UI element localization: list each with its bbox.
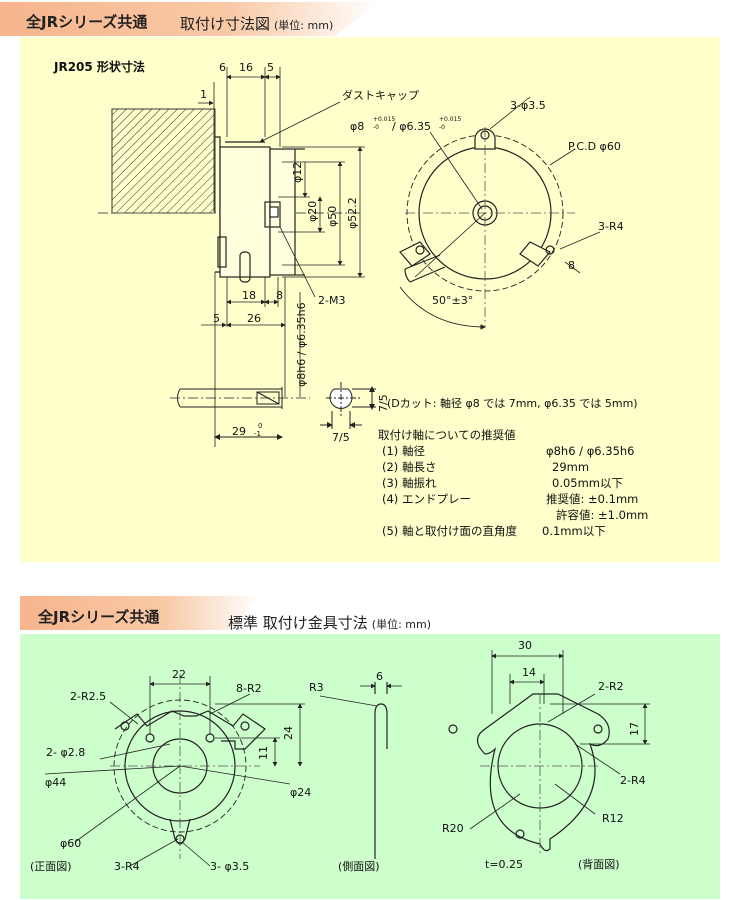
dim-18: 18 <box>242 289 256 302</box>
dim-1: 1 <box>200 88 207 101</box>
spec-heading: 取付け軸についての推奨値 <box>378 428 516 442</box>
angle-label: 50°±3° <box>432 294 473 307</box>
dim-29-tol-lo: -1 <box>254 430 261 438</box>
section2-title-text: 標準 取付け金具寸法 <box>228 614 368 632</box>
dim-29-tol-up: 0 <box>258 422 262 430</box>
section2-tab <box>20 596 260 630</box>
dim-8: 8 <box>276 289 283 302</box>
thickness-label: t=0.25 <box>485 858 523 871</box>
r20-label: R20 <box>442 822 464 835</box>
section2-title: 標準 取付け金具寸法(単位: mm) <box>228 612 431 633</box>
spec-row-4-label: (4) エンドプレー <box>382 492 471 506</box>
hole35-label: 3- φ3.5 <box>210 860 249 873</box>
bracket-front-dims <box>44 676 305 867</box>
phi28-label: 2- φ2.8 <box>46 746 85 759</box>
front-view-label: (正面図) <box>30 860 72 873</box>
dim-24-v: 24 <box>282 726 295 740</box>
bracket-back-view <box>448 693 610 854</box>
shaft-dia-b: / φ6.35 <box>392 120 431 133</box>
shaft-tolerance: φ8h6 / φ6.35h6 <box>295 302 308 387</box>
phi44-label: φ44 <box>45 776 66 789</box>
dim-phi20: φ20 <box>306 201 319 222</box>
shaft-dia-b-tol-up: +0.015 <box>439 116 461 123</box>
section1-unit: (単位: mm) <box>274 19 334 32</box>
dim-phi52: φ52.2 <box>346 197 359 229</box>
motor-dimension-drawing: JR205 形状寸法 6 16 <box>53 59 638 447</box>
d-cut-horizontal: 7/5 <box>332 431 350 444</box>
dim-5-top: 5 <box>267 61 274 74</box>
dim-5: 5 <box>213 312 220 325</box>
back-view-label: (背面図) <box>578 857 620 871</box>
section1-tab-label: 全JRシリーズ共通 <box>26 13 148 31</box>
dust-cap-label: ダストキャップ <box>342 88 419 102</box>
motor-side-view <box>215 136 305 283</box>
r12-label: R12 <box>602 812 624 825</box>
dim-11: 11 <box>257 746 270 760</box>
dust-cap-leader <box>259 101 341 143</box>
section2-tab-label: 全JRシリーズ共通 <box>38 608 160 626</box>
spec-row-1-value: φ8h6 / φ6.35h6 <box>546 444 635 458</box>
shaft-dia-a-tol-up: +0.015 <box>373 116 395 123</box>
shaft-dia-a-tol-lo: -0 <box>373 124 379 131</box>
d-cut-vertical: 7/5 <box>377 394 390 412</box>
spec-row-6-label: (5) 軸と取付け面の直角度 <box>382 524 517 538</box>
spec-row-4-value: 推奨値: ±0.1mm <box>546 492 639 506</box>
dim-16: 16 <box>239 61 253 74</box>
bracket-dimension-drawing: 22 2-R2.5 8-R2 2- φ2.8 24 11 φ44 φ24 φ60… <box>30 639 650 873</box>
bracket-dimension-panel: 22 2-R2.5 8-R2 2- φ2.8 24 11 φ44 φ24 φ60… <box>20 634 720 899</box>
dim-phi12: φ12 <box>291 162 304 183</box>
r3-label: R3 <box>309 681 324 694</box>
d-cut-note: (Dカット: 軸径 φ8 では 7mm, φ6.35 では 5mm) <box>387 396 638 410</box>
pcd-label: P.C.D φ60 <box>568 140 621 153</box>
r2-label: 8-R2 <box>236 682 262 695</box>
section2-unit: (単位: mm) <box>371 618 431 631</box>
spec-row-2-value: 29mm <box>552 460 590 474</box>
hole-label: 3-φ3.5 <box>510 99 546 112</box>
bottom-dimensions <box>201 226 316 447</box>
dim-phi50: φ50 <box>326 206 339 227</box>
r2b-label: 2-R2 <box>598 680 624 693</box>
spec-row-3-value: 0.05mm以下 <box>552 476 624 490</box>
bracket-back-dims <box>469 650 650 830</box>
shaft-dia-a: φ8 <box>350 120 364 133</box>
r4-label: 3-R4 <box>114 860 140 873</box>
dim-6: 6 <box>219 61 226 74</box>
dim-26: 26 <box>247 312 261 325</box>
mounting-wall <box>111 108 216 214</box>
spec-row-3-label: (3) 軸振れ <box>382 476 437 490</box>
section1-title-text: 取付け寸法図 <box>180 15 271 33</box>
motor-front-view <box>399 96 601 330</box>
r25-label: 2-R2.5 <box>70 690 106 703</box>
dim-14: 14 <box>522 666 536 679</box>
spec-row-6-value: 0.1mm以下 <box>542 524 606 538</box>
drawing-subtitle: JR205 形状寸法 <box>53 59 145 74</box>
section1-tab <box>0 2 380 36</box>
bracket-side-view <box>319 682 402 859</box>
side-dim-6: 6 <box>376 670 383 683</box>
phi60-label: φ60 <box>60 837 81 850</box>
shaft-spec-list: 取付け軸についての推奨値 (1) 軸径 φ8h6 / φ6.35h6 (2) 軸… <box>378 427 708 552</box>
diameter-dimensions <box>278 146 365 278</box>
section1-title: 取付け寸法図(単位: mm) <box>180 13 333 34</box>
dim-8-right: 8 <box>568 259 575 272</box>
phi24-label: φ24 <box>290 786 311 799</box>
dim-22: 22 <box>172 668 186 681</box>
r4b-label: 2-R4 <box>620 774 646 787</box>
top-dimensions <box>198 67 281 212</box>
d-cut-drawing <box>320 382 376 429</box>
shaft-dia-b-tol-lo: -0 <box>439 124 445 131</box>
shaft-drawing <box>170 387 310 440</box>
radius-label: 3-R4 <box>598 220 624 233</box>
dim-29: 29 <box>232 425 246 438</box>
side-view-label: (側面図) <box>338 860 380 873</box>
spec-row-2-label: (2) 軸長さ <box>382 460 437 474</box>
spec-row-5-value: 許容値: ±1.0mm <box>556 508 649 522</box>
motor-dimension-panel: JR205 形状寸法 6 16 <box>20 37 720 562</box>
screw-label: 2-M3 <box>318 294 345 307</box>
dim-17: 17 <box>628 722 641 736</box>
bracket-front-view <box>110 674 266 859</box>
dim-30: 30 <box>518 639 532 652</box>
spec-row-1-label: (1) 軸径 <box>382 444 425 458</box>
